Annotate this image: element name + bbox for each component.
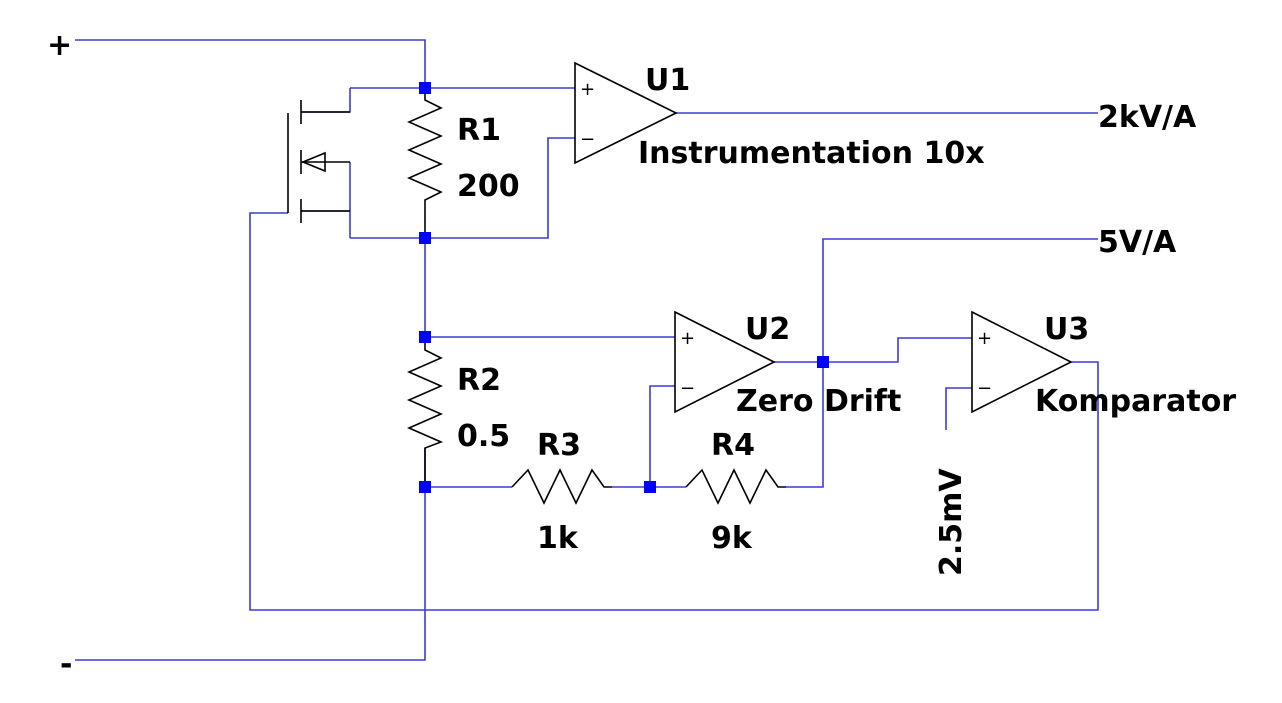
wire-node-to-u3-plus xyxy=(823,337,972,363)
junction-r2-top xyxy=(419,331,431,343)
u2-value-label: Zero Drift xyxy=(736,384,901,419)
u3-plus-pin-label: + xyxy=(977,328,992,349)
u2-minus-pin-label: − xyxy=(680,378,695,399)
r3-ref-label: R3 xyxy=(537,428,581,463)
u3-minus-pin-label: − xyxy=(977,378,992,399)
u1-plus-pin-label: + xyxy=(580,79,595,100)
resistor-r1[interactable] xyxy=(407,88,443,238)
positive-rail-label: + xyxy=(47,28,72,63)
wire-u3-minus-ref xyxy=(945,387,972,430)
r2-value-label: 0.5 xyxy=(457,419,510,454)
junction-r1-top xyxy=(419,82,431,94)
r1-value-label: 200 xyxy=(457,169,520,204)
resistor-r4[interactable] xyxy=(685,468,786,505)
u1-value-label: Instrumentation 10x xyxy=(638,136,985,171)
r1-ref-label: R1 xyxy=(457,113,501,148)
r4-value-label: 9k xyxy=(711,521,753,556)
wire-mosfet-drain xyxy=(301,88,351,113)
labels: + - U1 Instrumentation 10x 2kV/A 5V/A R1… xyxy=(47,28,1236,682)
u3-value-label: Komparator xyxy=(1035,384,1236,419)
junctions xyxy=(419,82,829,493)
junction-r2-bottom xyxy=(419,481,431,493)
wire-mosfet-source xyxy=(301,210,351,238)
reference-voltage-label: 2.5mV xyxy=(934,468,969,576)
junction-u2-output xyxy=(817,356,829,368)
u1-ref-label: U1 xyxy=(645,63,690,98)
wire-u3-output-loop xyxy=(249,212,1099,611)
u1-minus-pin-label: − xyxy=(580,129,595,150)
wire-positive-rail xyxy=(75,39,426,88)
opamp-u1[interactable]: + − xyxy=(574,61,678,165)
wire-u2-minus xyxy=(649,385,675,487)
u2-plus-pin-label: + xyxy=(680,328,695,349)
negative-rail-label: - xyxy=(60,647,72,682)
opamp-u2[interactable]: + − xyxy=(674,310,776,414)
r3-value-label: 1k xyxy=(537,521,579,556)
nmos-switch-icon[interactable] xyxy=(287,100,350,223)
junction-r3-r4 xyxy=(644,481,656,493)
r4-ref-label: R4 xyxy=(711,428,755,463)
wire-negative-rail xyxy=(75,487,426,661)
wire-r1-bottom-to-u1-minus xyxy=(350,137,575,239)
resistor-r3[interactable] xyxy=(511,468,612,505)
resistor-r2[interactable] xyxy=(407,337,444,487)
junction-r1-bottom xyxy=(419,232,431,244)
output-2kva-label: 2kV/A xyxy=(1098,100,1197,135)
opamp-u3[interactable]: + − xyxy=(971,310,1073,414)
wire-5va-output xyxy=(822,238,1098,362)
u2-ref-label: U2 xyxy=(745,312,790,347)
r2-ref-label: R2 xyxy=(457,363,501,398)
wire-r4-to-u2-out xyxy=(786,362,824,488)
u3-ref-label: U3 xyxy=(1044,312,1089,347)
output-5va-label: 5V/A xyxy=(1098,225,1177,260)
